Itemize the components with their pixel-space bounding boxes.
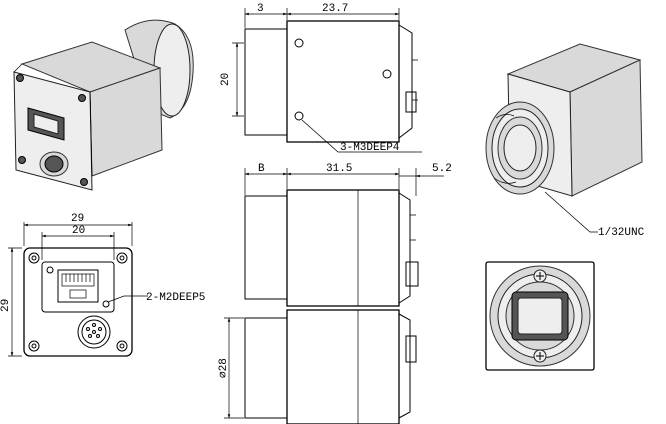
iso-front-view <box>485 43 643 233</box>
mid-dim-31-5: 31.5 <box>326 163 352 175</box>
left-dim-20: 20 <box>72 225 85 237</box>
mid-dim-5-2: 5.2 <box>432 163 452 175</box>
left-dim-29-top: 29 <box>71 213 84 225</box>
bottom-dim-dia28: ⌀28 <box>218 358 230 378</box>
side-view <box>244 168 444 307</box>
rear-view <box>8 222 148 357</box>
bottom-side-view <box>224 309 417 424</box>
left-dim-29-side: 29 <box>0 299 12 312</box>
front-view <box>485 261 595 371</box>
callout-unc: 1/32UNC <box>598 227 645 239</box>
callout-2m2: 2-M2DEEP5 <box>146 292 205 304</box>
top-view <box>232 8 422 153</box>
mid-dim-b: B <box>258 163 265 175</box>
iso-rear-view <box>13 19 194 191</box>
top-dim-20: 20 <box>220 73 232 86</box>
top-dim-3: 3 <box>257 3 264 15</box>
callout-3m3: 3-M3DEEP4 <box>340 142 400 154</box>
top-dim-23-7: 23.7 <box>322 3 348 15</box>
